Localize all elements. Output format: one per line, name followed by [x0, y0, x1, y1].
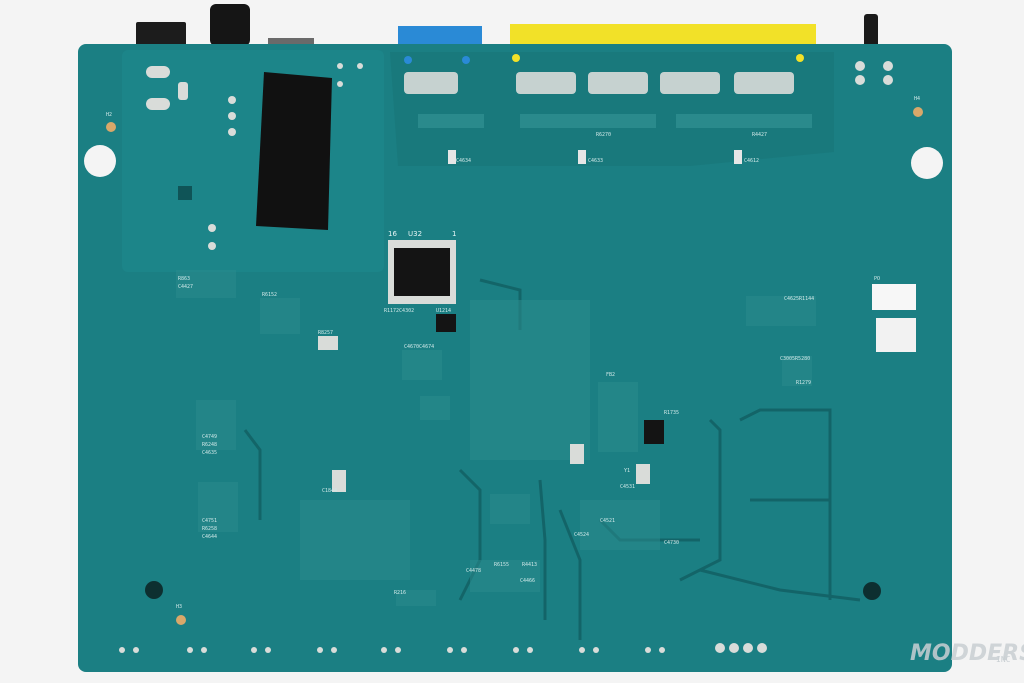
label-u214: U1214	[436, 308, 451, 314]
watermark-text: MODDERS	[910, 641, 1024, 666]
label-c4670: C4670C4674	[404, 344, 434, 350]
label-sticker-top	[872, 284, 916, 310]
mounting-hole-right	[911, 147, 943, 179]
port-pin-rows	[404, 54, 893, 94]
label-c4634: C4634	[456, 158, 471, 164]
black-tape	[256, 72, 332, 230]
label-h3: H3	[176, 604, 182, 610]
component-cluster	[176, 270, 816, 606]
label-fb2: FB2	[606, 372, 615, 378]
label-r6258: R6258	[202, 526, 217, 532]
label-r4427: R4427	[752, 132, 767, 138]
label-pin16: 16	[388, 230, 397, 238]
label-c4730: C4730	[664, 540, 679, 546]
screw-hole-bottom-left	[145, 581, 163, 599]
label-r1172: R1172C4302	[384, 308, 414, 314]
label-h2: H2	[106, 112, 112, 118]
label-u32: U32	[408, 230, 422, 238]
label-c4531: C4531	[620, 484, 635, 490]
label-c4521: C4521	[600, 518, 615, 524]
label-c4478: C4478	[466, 568, 481, 574]
power-jack-barrel	[210, 4, 250, 46]
label-r6152: R6152	[262, 292, 277, 298]
label-r6248: R6248	[202, 442, 217, 448]
power-jack	[136, 22, 186, 46]
mounting-hole-left	[84, 145, 116, 177]
antenna-connector	[864, 14, 878, 52]
label-h4: H4	[914, 96, 920, 102]
main-chip-u32	[388, 240, 456, 332]
label-c3005: C3005R5280	[780, 356, 810, 362]
edge-pads	[119, 643, 767, 653]
power-area-pads	[146, 63, 363, 250]
label-r216: R216	[394, 590, 406, 596]
label-r6270: R6270	[596, 132, 611, 138]
board-shade	[122, 50, 384, 272]
label-c4644: C4644	[202, 534, 217, 540]
pad-hole-h4	[913, 107, 923, 117]
pad-hole-h3	[176, 615, 186, 625]
label-sticker-bottom	[876, 318, 916, 352]
label-r8257: R8257	[318, 330, 333, 336]
label-r6155: R6155	[494, 562, 509, 568]
label-c4427: C4427	[178, 284, 193, 290]
label-r1735: R1735	[664, 410, 679, 416]
silkscreen-labels: U32 16 1 U1214 PO H2 H4 H3 C4634 C4633 C…	[106, 96, 920, 610]
label-r4413: R4413	[522, 562, 537, 568]
watermark-sub: INC	[996, 655, 1011, 664]
label-c4524: C4524	[574, 532, 589, 538]
label-y1: Y1	[624, 468, 630, 474]
label-c4625: C4625R1144	[784, 296, 814, 302]
pad-hole-h2	[106, 122, 116, 132]
label-c4633: C4633	[588, 158, 603, 164]
label-c4751: C4751	[202, 518, 217, 524]
label-c4612: C4612	[744, 158, 759, 164]
label-r1279: R1279	[796, 380, 811, 386]
screw-hole-bottom-right	[863, 582, 881, 600]
label-c4635: C4635	[202, 450, 217, 456]
label-pin1: 1	[452, 230, 456, 238]
label-c1844: C1844	[322, 488, 337, 494]
label-po: PO	[874, 276, 880, 282]
smd-row-top	[418, 114, 812, 164]
watermark: MODDERS INC	[910, 641, 1024, 666]
label-r863: R863	[178, 276, 190, 282]
label-c4466: C4466	[520, 578, 535, 584]
port-area-outline	[390, 52, 834, 166]
label-c4749: C4749	[202, 434, 217, 440]
